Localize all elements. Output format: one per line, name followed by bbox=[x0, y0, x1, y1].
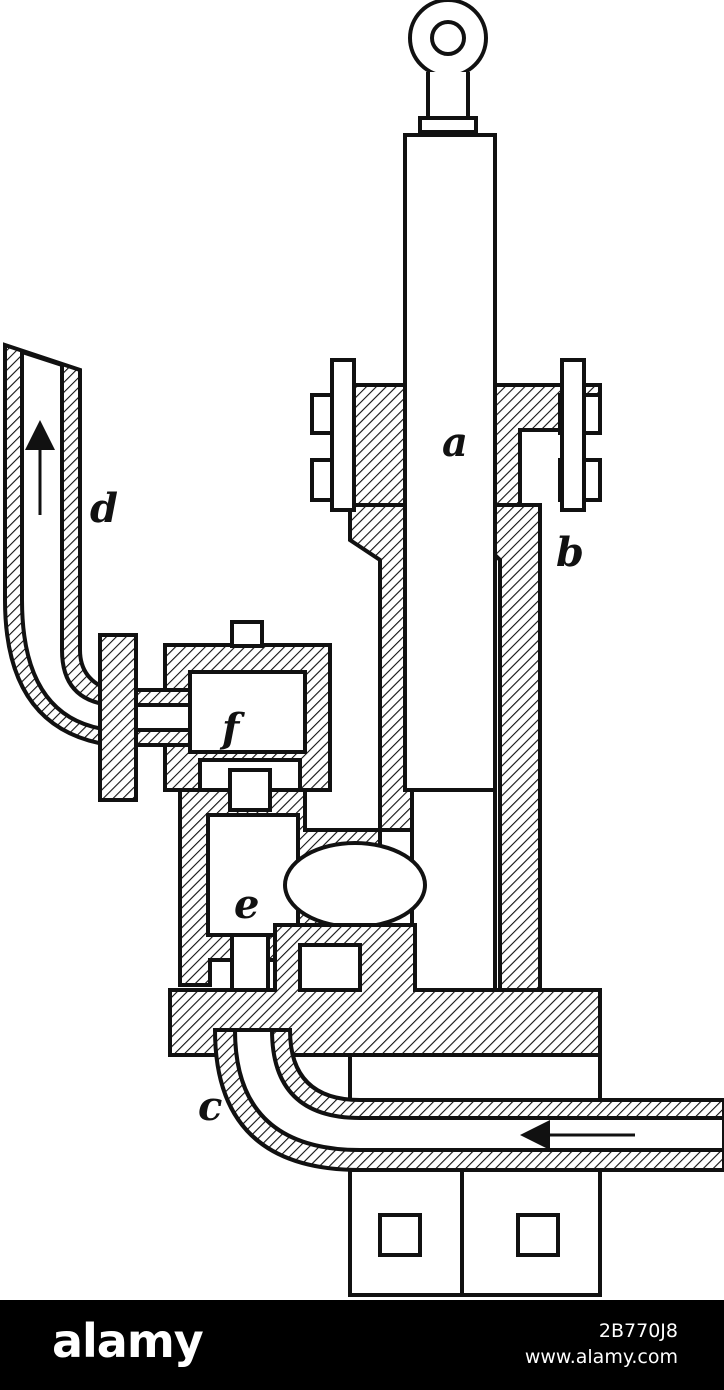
gland-bolts bbox=[310, 358, 602, 512]
discharge-pipe bbox=[3, 342, 192, 802]
foot-blocks bbox=[348, 1168, 602, 1297]
plunger bbox=[403, 133, 497, 792]
image-id-block: 2B770J8 www.alamy.com bbox=[525, 1318, 678, 1370]
alamy-logo: alamy bbox=[52, 1314, 204, 1368]
base-block bbox=[168, 923, 602, 1107]
image-id: 2B770J8 bbox=[598, 1320, 678, 1342]
watermark-footer: alamy 2B770J8 www.alamy.com bbox=[0, 1300, 724, 1390]
eye-ring bbox=[408, 0, 488, 134]
label-a: a bbox=[442, 419, 468, 466]
label-e: e bbox=[234, 881, 259, 928]
delivery-valve-chamber bbox=[163, 620, 332, 792]
label-b: b bbox=[556, 529, 584, 576]
site-url: www.alamy.com bbox=[524, 1346, 678, 1368]
label-c: c bbox=[198, 1083, 222, 1130]
pump-diagram: a b c d e f bbox=[3, 0, 724, 1297]
label-d: d bbox=[90, 485, 118, 532]
